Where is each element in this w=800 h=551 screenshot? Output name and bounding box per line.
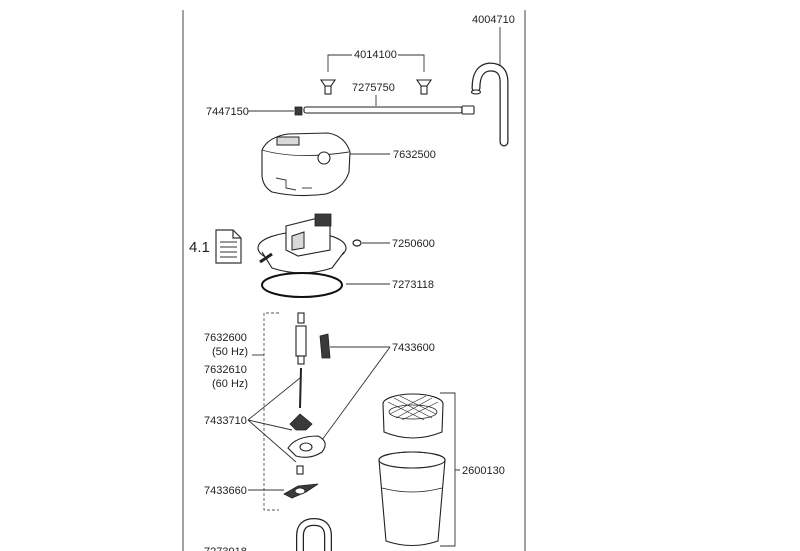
suction-cup-right xyxy=(415,79,433,95)
label-7273118: 7273118 xyxy=(392,279,434,291)
label-7433600: 7433600 xyxy=(392,342,435,354)
label-7250600: 7250600 xyxy=(392,238,435,250)
suction-cup-left xyxy=(319,79,337,95)
leader-7433600-b xyxy=(321,346,391,441)
label-7433660: 7433660 xyxy=(204,485,247,497)
label-50hz: (50 Hz) xyxy=(212,346,248,358)
small-o-ring xyxy=(352,239,362,247)
label-2600130: 2600130 xyxy=(462,465,505,477)
end-cap xyxy=(294,106,303,116)
ref-label-4.1: 4.1 xyxy=(189,239,210,256)
label-7632500: 7632500 xyxy=(393,149,436,161)
large-seal-ring xyxy=(261,272,343,298)
label-60hz: (60 Hz) xyxy=(212,378,248,390)
label-7433710: 7433710 xyxy=(204,415,247,427)
filter-basket xyxy=(378,393,446,547)
leader-7433710 xyxy=(247,377,301,463)
impeller xyxy=(295,312,307,365)
impeller-group-bracket xyxy=(263,312,279,511)
label-7273918: 7273918 xyxy=(204,546,247,551)
leader-4014100 xyxy=(327,54,425,72)
motor-head xyxy=(261,132,351,197)
document-icon xyxy=(215,229,242,264)
rubber-bushing xyxy=(319,333,331,359)
pump-housing xyxy=(257,213,347,274)
outlet-pipe xyxy=(470,62,509,147)
label-4004710: 4004710 xyxy=(472,14,515,26)
label-7275750: 7275750 xyxy=(352,82,395,94)
label-4014100: 4014100 xyxy=(354,49,397,61)
bracket-2600130 xyxy=(440,392,460,547)
impeller-shaft xyxy=(299,367,302,409)
label-7632600: 7632600 xyxy=(204,332,247,344)
spray-bar xyxy=(303,105,475,115)
label-7632610: 7632610 xyxy=(204,364,247,376)
impeller-cover xyxy=(287,413,326,475)
label-7447150: 7447150 xyxy=(206,106,249,118)
impeller-bearing xyxy=(283,483,319,499)
